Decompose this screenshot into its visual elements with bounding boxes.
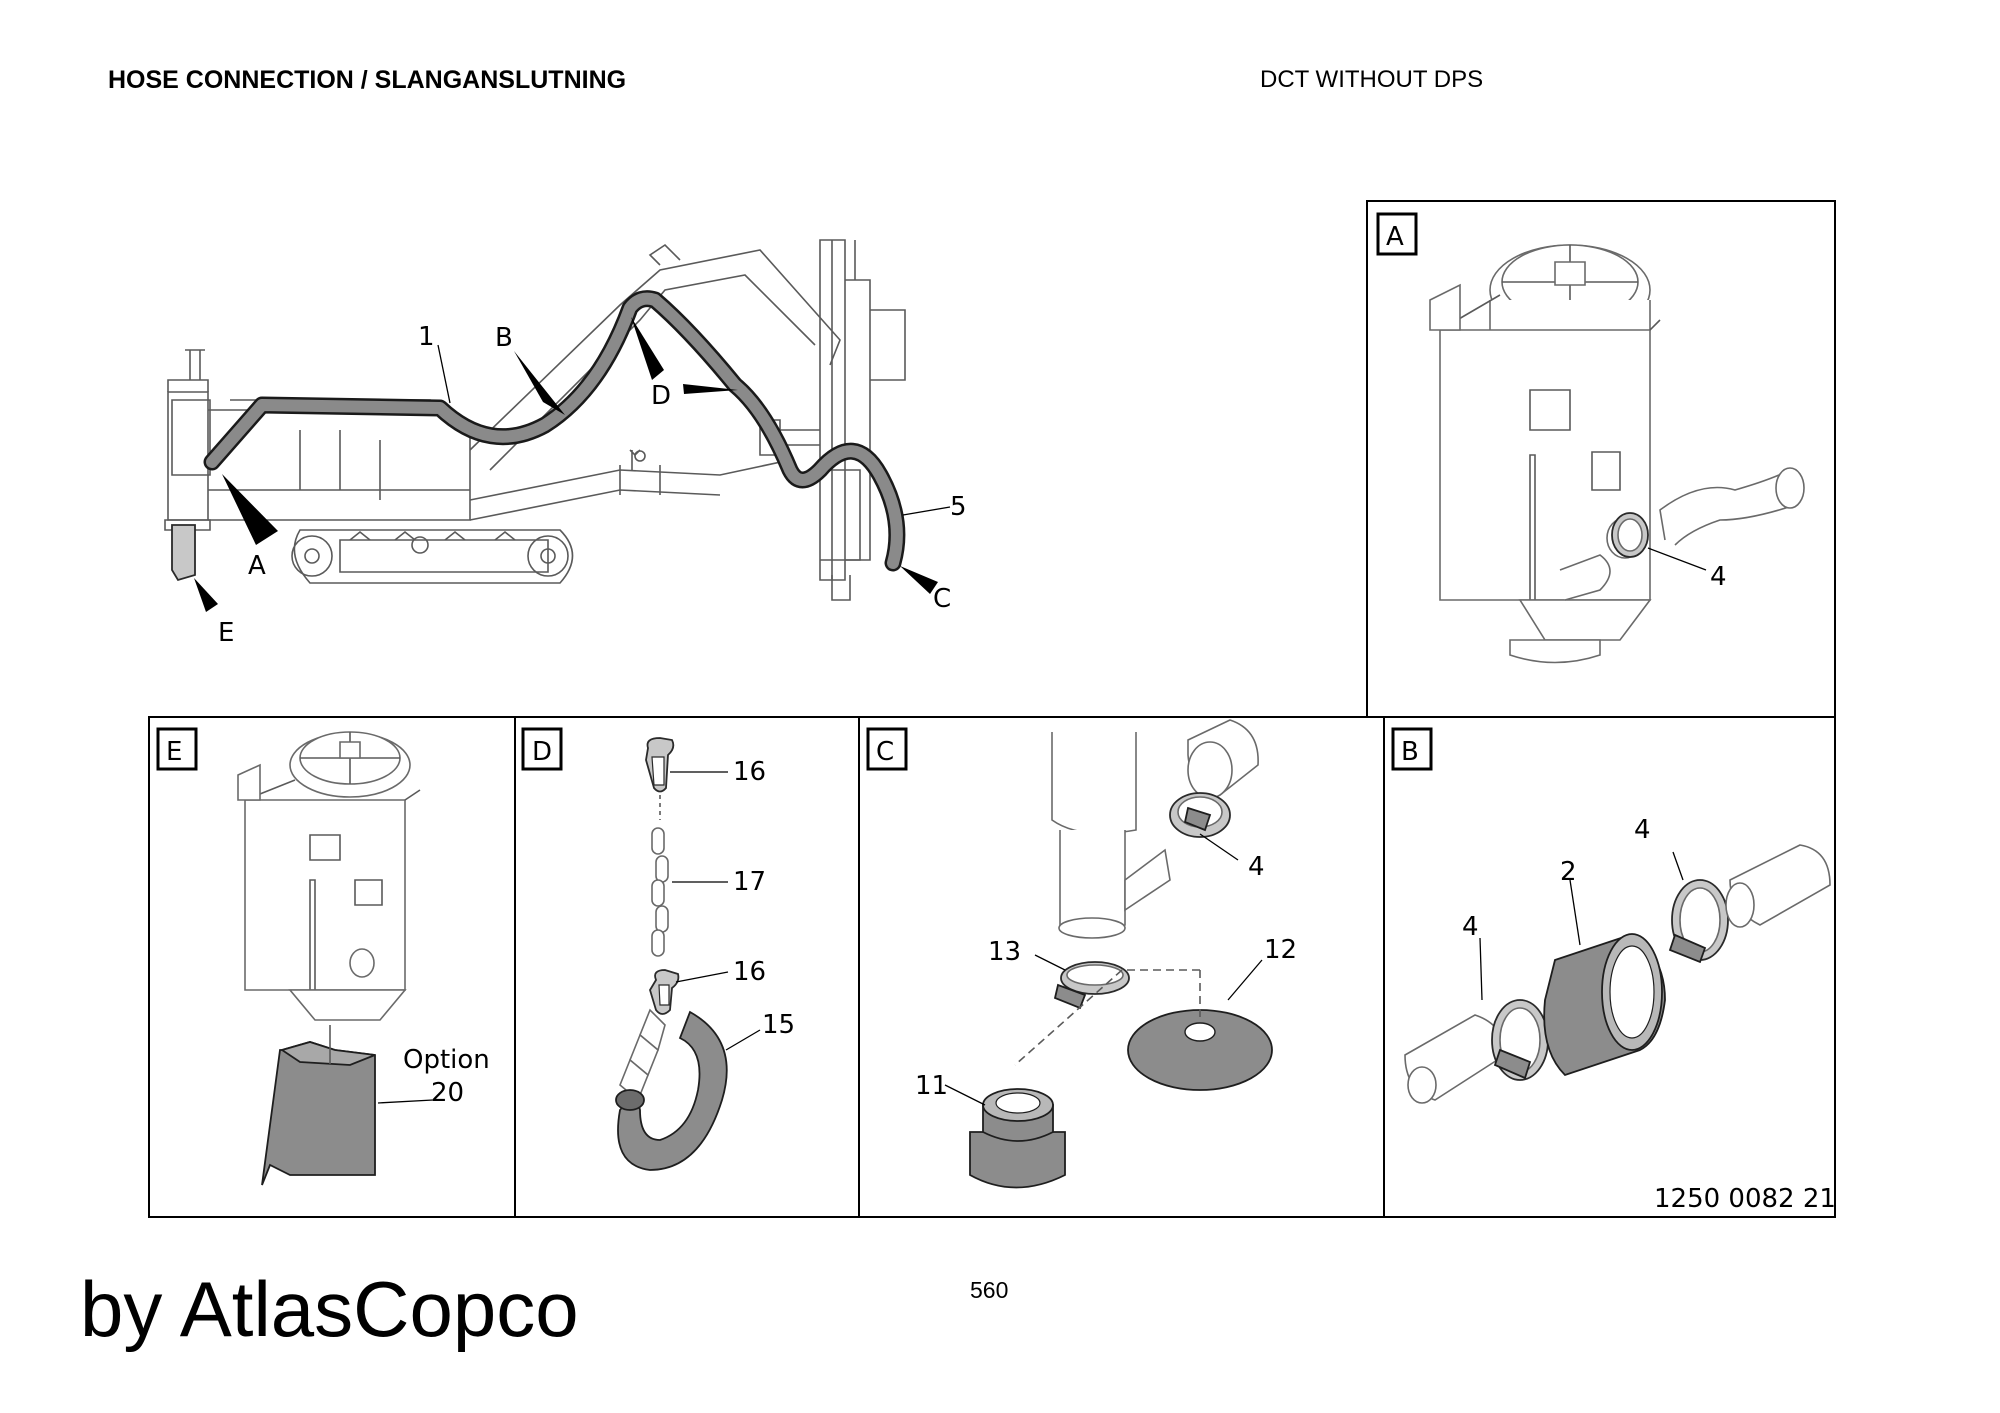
callout-C: C <box>933 584 951 614</box>
dust-bag-option <box>261 1025 434 1186</box>
callout-arrow-E <box>194 578 218 612</box>
page-title: HOSE CONNECTION / SLANGANSLUTNING <box>108 66 627 94</box>
panel-B-callout-4b: 4 <box>1634 815 1651 845</box>
callout-arrow-B <box>514 351 565 415</box>
panel-D-callout-17: 17 <box>733 867 766 897</box>
drill-boom-adapter <box>1051 719 1259 939</box>
overview-drill-rig <box>164 239 951 612</box>
panel-B-frame <box>1383 716 1836 1218</box>
hose-joint-B <box>1404 844 1831 1104</box>
panel-C-callout-4: 4 <box>1248 852 1265 882</box>
callout-A: A <box>248 551 266 581</box>
panel-E-badge <box>156 727 198 771</box>
page-number: 560 <box>970 1277 1009 1303</box>
panel-B-badge <box>1391 727 1433 771</box>
panel-C-callout-13: 13 <box>988 937 1021 967</box>
leader-5 <box>902 506 951 516</box>
panel-A-badge <box>1376 212 1418 256</box>
panel-C-callout-11: 11 <box>915 1071 948 1101</box>
dust-collector-A <box>1429 244 1805 664</box>
adapter-11 <box>944 969 1201 1189</box>
chain-hanger <box>615 737 761 1171</box>
panel-C-letter: C <box>876 737 894 767</box>
panel-A-callout-4: 4 <box>1710 562 1727 592</box>
callout-B: B <box>495 323 513 353</box>
panel-B-callout-4a: 4 <box>1462 912 1479 942</box>
callout-1: 1 <box>418 322 435 352</box>
leader-1 <box>437 344 451 404</box>
clamp-13 <box>1034 954 1130 1010</box>
panel-D-callout-15: 15 <box>762 1010 795 1040</box>
callout-arrow-C <box>900 566 938 594</box>
panel-D-letter: D <box>532 737 552 767</box>
page-variant-label: DCT WITHOUT DPS <box>1260 66 1484 93</box>
leader-A-4 <box>1647 547 1707 571</box>
panel-D-badge <box>521 727 563 771</box>
callout-5: 5 <box>950 492 967 522</box>
panel-E-callout-option: Option <box>403 1045 490 1075</box>
dust-collector-E <box>237 731 421 1021</box>
panel-D-callout-16a: 16 <box>733 757 766 787</box>
footer-brand: by AtlasCopco <box>80 1265 579 1353</box>
panel-D-callout-16b: 16 <box>733 957 766 987</box>
callout-D: D <box>651 381 671 411</box>
panel-B-letter: B <box>1401 737 1419 767</box>
panel-C-badge <box>866 727 908 771</box>
callout-arrow-A <box>222 474 278 545</box>
callout-arrow-D <box>683 384 738 394</box>
seal-12 <box>1127 959 1273 1091</box>
dust-collector-small <box>171 399 211 582</box>
crawler-track <box>291 529 574 584</box>
panel-E-callout-20: 20 <box>431 1078 464 1108</box>
suction-hose <box>203 290 906 572</box>
drawing-number: 1250 0082 21 <box>1654 1184 1836 1214</box>
callout-E: E <box>218 618 234 648</box>
panel-A-letter: A <box>1386 222 1404 252</box>
panel-E-letter: E <box>166 737 182 767</box>
callout-arrow-D2 <box>631 317 664 380</box>
rock-drill-feed <box>759 239 906 601</box>
panel-C-callout-12: 12 <box>1264 935 1297 965</box>
panel-B-callout-2: 2 <box>1560 857 1577 887</box>
